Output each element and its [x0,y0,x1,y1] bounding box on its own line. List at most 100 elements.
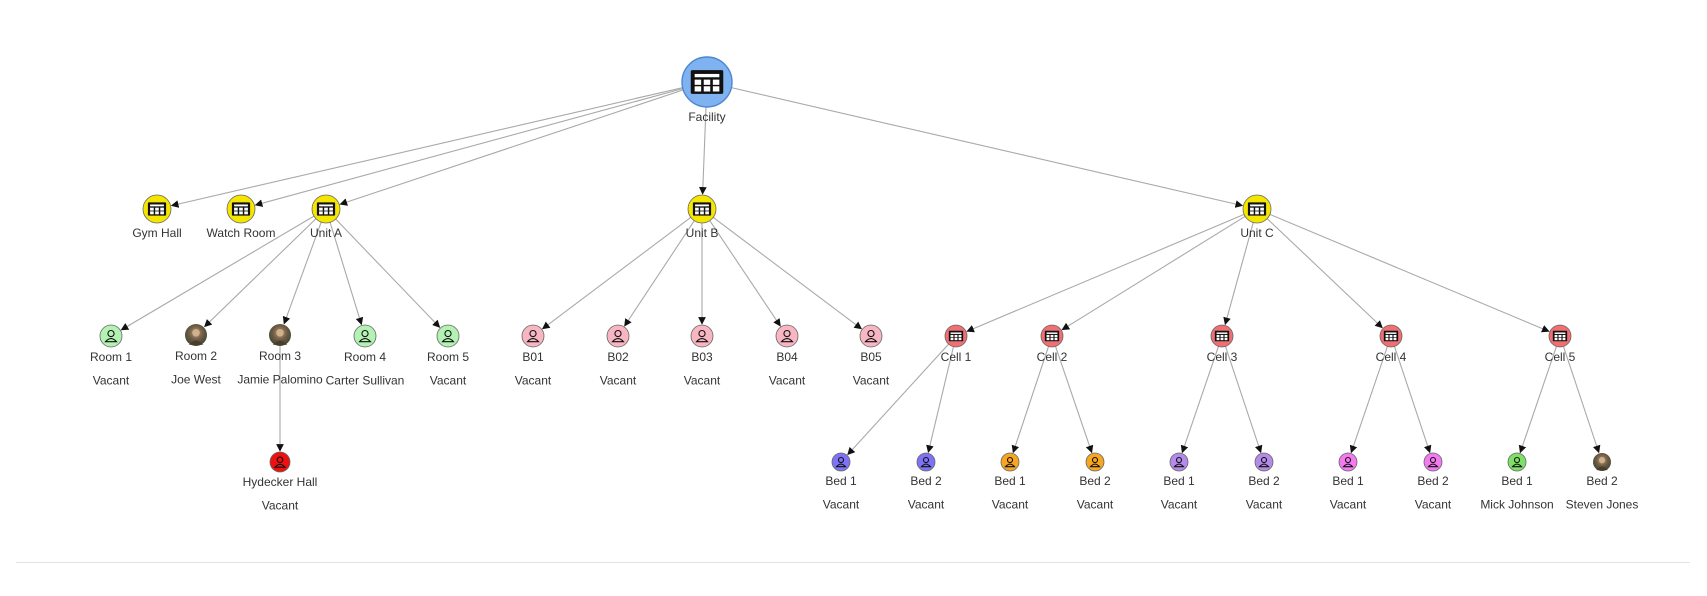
grid-icon [1247,202,1267,216]
node-room3[interactable]: Room 3 Jamie Palomino [237,324,323,387]
grid-icon [147,202,167,216]
grid-icon [316,202,336,216]
node-circle[interactable] [353,324,377,348]
node-circle[interactable] [775,324,799,348]
person-icon [273,456,287,468]
node-cell4[interactable]: Cell 4 [1376,324,1407,364]
grid-icon [692,202,712,216]
node-label: Bed 2 [910,474,942,488]
person-icon [1173,456,1185,468]
grid-icon [231,202,251,216]
node-sublabel: Vacant [1330,498,1367,512]
node-label: B01 [522,350,544,364]
node-gym[interactable]: Gym Hall [132,194,182,240]
node-label: Room 3 [259,349,301,363]
edges-layer [120,83,1601,456]
node-cell2[interactable]: Cell 2 [1037,324,1068,364]
node-circle[interactable] [521,324,545,348]
node-watch[interactable]: Watch Room [207,194,276,240]
node-circle[interactable] [859,324,883,348]
person-icon [104,329,118,343]
node-sublabel: Vacant [1161,498,1198,512]
edge-unitA-room5 [329,212,441,328]
edge-unitA-room1 [120,211,322,331]
edge-facility-gym [170,83,698,208]
node-sublabel: Vacant [600,374,637,388]
node-sublabel: Vacant [769,374,806,388]
edge-cell4-c4b2 [1391,340,1432,454]
grid-icon [948,330,964,342]
edge-cell3-c3b1 [1180,339,1222,454]
avatar-photo [185,324,207,346]
person-icon [1427,456,1439,468]
person-icon [441,329,455,343]
node-label: Bed 1 [1332,474,1364,488]
node-circle[interactable] [269,451,291,473]
node-label: Bed 1 [1501,474,1533,488]
edge-unitA-room2 [204,212,323,328]
node-label: Cell 2 [1037,350,1068,364]
person-icon [1089,456,1101,468]
person-icon [835,456,847,468]
edge-cell3-c3b2 [1222,340,1263,454]
node-circle[interactable] [436,324,460,348]
node-cell5[interactable]: Cell 5 [1545,324,1576,364]
node-sublabel: Vacant [515,374,552,388]
node-sublabel: Joe West [171,373,221,387]
grid-icon [1044,330,1060,342]
edge-unitB-b05 [706,211,863,330]
edge-cell2-c2b1 [1011,340,1052,454]
node-unitA[interactable]: Unit A [310,194,342,240]
node-label: Bed 1 [825,474,857,488]
edge-facility-watch [254,84,698,207]
edge-cell4-c4b1 [1349,339,1391,454]
node-cell3[interactable]: Cell 3 [1207,324,1238,364]
grid-icon [1214,330,1230,342]
node-facility[interactable]: Facility [681,56,733,124]
node-label: Facility [688,110,725,124]
node-label: Room 4 [344,350,386,364]
node-unitC[interactable]: Unit C [1240,194,1274,240]
avatar-photo [269,324,291,346]
node-sublabel: Vacant [853,374,890,388]
node-sublabel: Jamie Palomino [237,373,323,387]
node-label: Bed 2 [1586,474,1618,488]
edge-unitB-b01 [541,211,698,330]
node-circle[interactable] [99,324,123,348]
edge-unitC-cell4 [1260,212,1383,329]
node-label: Cell 4 [1376,350,1407,364]
grid-icon [690,70,724,94]
node-label: Unit C [1240,226,1274,240]
node-unitB[interactable]: Unit B [686,194,719,240]
node-label: B03 [691,350,713,364]
node-label: Cell 5 [1545,350,1576,364]
person-icon [1258,456,1270,468]
node-circle[interactable] [690,324,714,348]
node-label: B04 [776,350,798,364]
node-circle[interactable] [606,324,630,348]
node-c4b1[interactable]: Bed 1 Vacant [1330,452,1367,512]
node-cell1[interactable]: Cell 1 [941,324,972,364]
node-sublabel: Vacant [1415,498,1452,512]
edge-unitB-b02 [624,213,700,327]
node-label: B05 [860,350,882,364]
